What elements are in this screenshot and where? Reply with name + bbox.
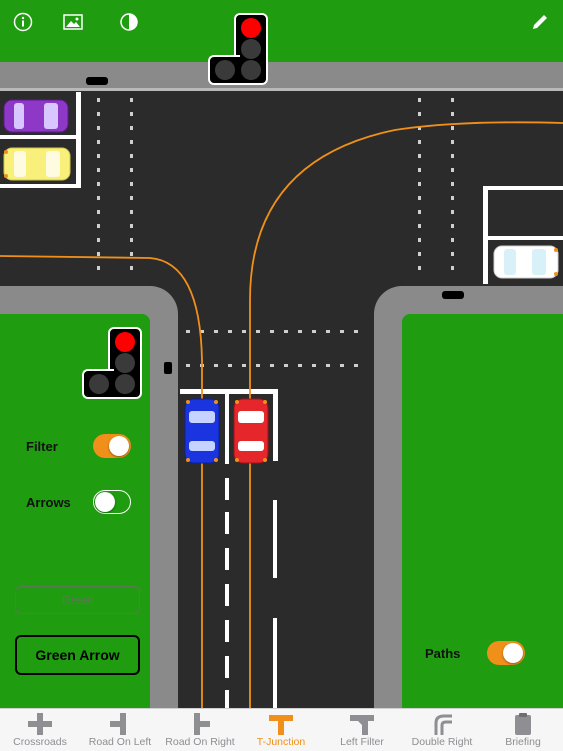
red-lamp: [115, 332, 135, 352]
amber-lamp: [241, 39, 261, 59]
green-lamp: [241, 60, 261, 80]
red-lamp: [241, 18, 261, 38]
tab-bar: Crossroads Road On Left Road On Right T-…: [0, 708, 563, 751]
road-on-right-icon: [194, 713, 210, 735]
parked-car-white: [493, 245, 559, 279]
clipboard-icon: [515, 713, 531, 735]
blue-car[interactable]: [183, 397, 221, 465]
amber-lamp: [115, 353, 135, 373]
tab-road-on-right[interactable]: Road On Right: [160, 709, 240, 751]
kerb-top: [0, 88, 563, 91]
tab-double-right[interactable]: Double Right: [402, 709, 482, 751]
filter-label: Filter: [26, 439, 58, 454]
filter-lamp: [215, 60, 235, 80]
red-car[interactable]: [232, 397, 270, 465]
info-icon[interactable]: [10, 9, 36, 35]
toggle-knob: [503, 643, 523, 663]
toggle-knob: [95, 492, 115, 512]
parked-car-purple: [3, 99, 69, 133]
tab-briefing[interactable]: Briefing: [483, 709, 563, 751]
reset-button[interactable]: Reset: [15, 586, 140, 614]
tab-road-on-left[interactable]: Road On Left: [80, 709, 160, 751]
paths-toggle[interactable]: [487, 641, 525, 665]
contrast-icon[interactable]: [116, 9, 142, 35]
arrows-label: Arrows: [26, 495, 71, 510]
double-right-icon: [434, 714, 452, 735]
green-arrow-button[interactable]: Green Arrow: [15, 635, 140, 675]
parked-car-yellow: [3, 147, 71, 181]
tab-crossroads[interactable]: Crossroads: [0, 709, 80, 751]
t-junction-icon: [269, 715, 293, 735]
pencil-icon[interactable]: [527, 9, 553, 35]
traffic-light-top[interactable]: [234, 13, 268, 85]
left-filter-icon: [350, 715, 374, 735]
tab-left-filter[interactable]: Left Filter: [322, 709, 402, 751]
filter-lamp: [89, 374, 109, 394]
traffic-light-top-filter[interactable]: [208, 55, 240, 85]
filter-toggle[interactable]: [93, 434, 131, 458]
tab-t-junction[interactable]: T-Junction: [241, 709, 321, 751]
road-markings: [0, 77, 563, 708]
grass-top: [0, 0, 563, 62]
road-on-left-icon: [110, 713, 126, 735]
traffic-light-left-filter[interactable]: [82, 369, 114, 399]
grass-bottom-right: [402, 314, 563, 708]
image-icon[interactable]: [60, 9, 86, 35]
arrows-toggle[interactable]: [93, 490, 131, 514]
toggle-knob: [109, 436, 129, 456]
green-lamp: [115, 374, 135, 394]
junction-scene: [0, 0, 563, 708]
paths-label: Paths: [425, 646, 461, 661]
crossroads-icon: [28, 713, 52, 735]
